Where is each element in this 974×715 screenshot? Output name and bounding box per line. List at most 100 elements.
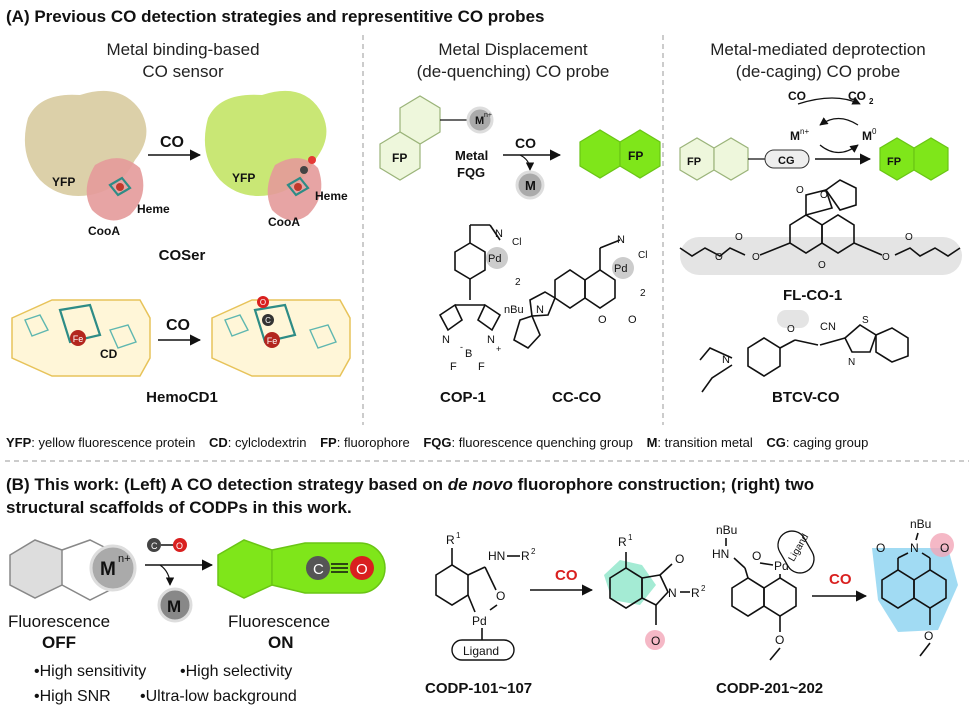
metal-ion: M — [475, 115, 484, 127]
cop1-cl: Cl — [512, 237, 521, 248]
strategy-metal-out: M — [167, 597, 181, 616]
strategy-off: M n+ Fluorescence OFF — [8, 539, 137, 652]
prod1-r2: R — [691, 586, 700, 600]
flco-o-g: O — [882, 252, 890, 263]
legend-term-5: CG — [766, 435, 786, 450]
heme-label-2: Heme — [315, 189, 348, 203]
codp2-nbu: nBu — [716, 523, 737, 537]
cop1-sub2: 2 — [515, 277, 521, 288]
ccco-cl: Cl — [638, 250, 647, 261]
cop1-pd: Pd — [488, 253, 501, 265]
legend-desc-4: : transition metal — [657, 435, 752, 450]
decage-fp: FP — [687, 156, 701, 168]
prod1-o1: O — [675, 552, 684, 566]
strategy-metal: M — [100, 559, 116, 580]
cop1-minus: - — [460, 342, 463, 352]
fluorescence-off-2: OFF — [42, 633, 76, 652]
ccco-n: N — [617, 234, 625, 246]
decaging-cycle: CO CO 2 M n+ M 0 FP CG FP — [679, 89, 949, 181]
yfp-label: YFP — [52, 175, 75, 189]
flco-o-b: O — [796, 185, 804, 196]
cooa-label: CooA — [88, 224, 120, 238]
codp1-o: O — [496, 589, 505, 603]
legend-desc-5: : caging group — [786, 435, 868, 450]
ccco-structure: N Pd Cl 2 nBu N O O — [504, 234, 647, 350]
strategy-metal-sup: n+ — [118, 553, 131, 565]
cop1-n2: N — [442, 334, 450, 346]
prod2-ome: O — [924, 629, 933, 643]
bullet-4: •Ultra-low background — [140, 688, 297, 705]
btcv-n2: N — [848, 357, 855, 368]
strategy-co-c: C — [151, 541, 158, 551]
cycle-m0-sup: 0 — [872, 127, 877, 136]
cop1-plus: + — [496, 344, 501, 354]
strategy-on: C O Fluorescence ON — [217, 539, 386, 652]
legend-term-0: YFP — [6, 435, 32, 450]
codp2-o: O — [752, 549, 761, 563]
legend-desc-1: : cylclodextrin — [228, 435, 307, 450]
legend-text: YFP: yellow fluorescence protein CD: cyl… — [6, 435, 868, 450]
prod2-n: N — [910, 541, 919, 555]
col1-header-2: CO sensor — [142, 62, 224, 81]
cycle-m0: M — [862, 129, 872, 143]
hemocd-arrow-co: CO — [166, 317, 190, 334]
codp1-reactant: R 1 HN R 2 O Pd Ligand — [435, 531, 536, 661]
prod2-o2: O — [940, 541, 949, 555]
hemocd-after: Fe C O — [211, 296, 351, 377]
flco-o-c: O — [818, 260, 826, 271]
ccco-pd: Pd — [614, 263, 627, 275]
prod1-o2: O — [651, 634, 660, 648]
cycle-mn-sup: n+ — [800, 127, 809, 136]
btcv-cn: CN — [820, 321, 836, 333]
codp1-r1: R — [446, 533, 455, 547]
fqg-fp2: FP — [628, 149, 643, 163]
legend: YFP: yellow fluorescence protein CD: cyl… — [6, 435, 868, 450]
flco-o-h: O — [905, 232, 913, 243]
codp1-r2-sup: 2 — [531, 547, 536, 556]
metal-ion-sup: n+ — [484, 112, 492, 119]
cop1-f1: F — [450, 361, 457, 373]
bullet-2: •High selectivity — [180, 663, 292, 680]
fluorescence-off-1: Fluorescence — [8, 612, 110, 631]
bullet-1: •High sensitivity — [34, 663, 146, 680]
fqg-label: FQG — [457, 165, 485, 180]
flco-o-a: O — [820, 190, 828, 201]
fqg-co: CO — [515, 135, 536, 151]
cop1-f2: F — [478, 361, 485, 373]
fluorescence-on-2: ON — [268, 633, 294, 652]
section-b-title-ital: de novo — [448, 475, 513, 494]
coser-name: COSer — [159, 247, 206, 264]
decage-fp2: FP — [887, 156, 901, 168]
coser-protein-before: YFP Heme CooA — [24, 90, 170, 238]
codp1-ligand: Ligand — [463, 644, 499, 658]
strategy-co-c2: C — [313, 561, 324, 578]
legend-desc-0: : yellow fluorescence protein — [31, 435, 195, 450]
prod1-n: N — [668, 586, 677, 600]
col3-header-2: (de-caging) CO probe — [736, 62, 900, 81]
cooa-label-2: CooA — [268, 215, 300, 229]
decage-cg: CG — [778, 155, 795, 167]
codp1-r2: R — [521, 549, 530, 563]
codp2-ome: O — [775, 633, 784, 647]
cd-label: CD — [100, 347, 118, 361]
codp2-name: CODP-201~202 — [716, 680, 823, 697]
prod1-r1: R — [618, 535, 627, 549]
cop1-n3: N — [487, 334, 495, 346]
ccco-o2: O — [628, 314, 637, 326]
flco1-structure: O O O O O O O O — [679, 179, 962, 275]
codp1-pd: Pd — [472, 614, 487, 628]
ccco-nbu: nBu — [504, 304, 524, 316]
ccco-n2: N — [536, 304, 544, 316]
codp2-pd: Pd — [774, 559, 789, 573]
col2-header-1: Metal Displacement — [438, 40, 588, 59]
col3-header-1: Metal-mediated deprotection — [710, 40, 925, 59]
fqg-scheme: FP M n+ Metal FQG CO M FP — [379, 95, 661, 200]
section-b-title: (B) This work: (Left) A CO detection str… — [6, 475, 814, 494]
fe-label-2: Fe — [267, 336, 278, 346]
codp2-product: nBu N O O O — [872, 517, 958, 657]
oxygen-atom: O — [260, 298, 266, 307]
btcv-n: N — [722, 354, 730, 366]
btcv-structure: O N CN S N — [699, 310, 909, 393]
strategy-co-o2: O — [356, 561, 368, 578]
section-a-title: (A) Previous CO detection strategies and… — [6, 7, 544, 26]
